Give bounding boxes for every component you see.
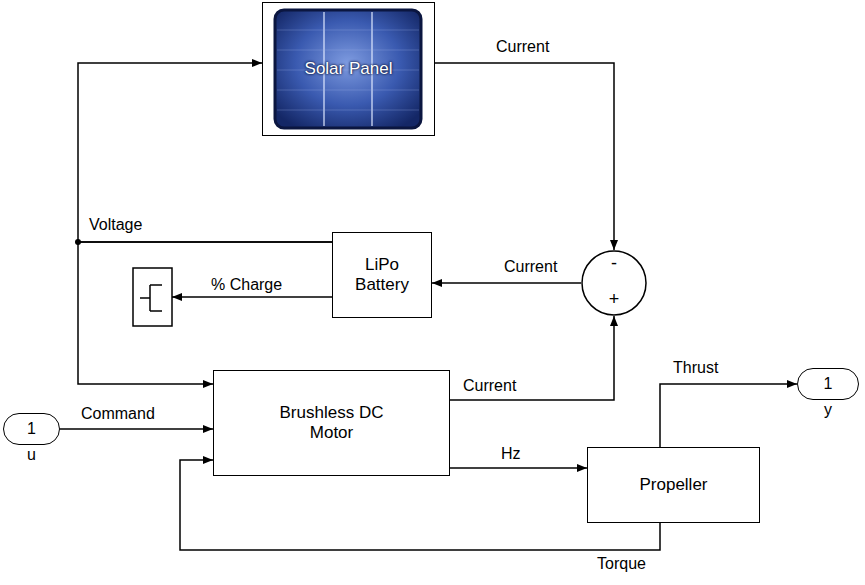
outport-block: 1y xyxy=(797,368,859,400)
propeller-block: Propeller xyxy=(587,447,760,523)
block-label: Solar Panel xyxy=(305,59,393,79)
sum-junction: -+ xyxy=(581,250,647,316)
signal-connector xyxy=(435,63,614,250)
port-number: 1 xyxy=(824,374,833,393)
signal-label: % Charge xyxy=(210,276,283,294)
terminator-block xyxy=(133,268,172,326)
port-number: 1 xyxy=(27,419,36,438)
signal-label: Command xyxy=(80,405,156,423)
motor-block: Brushless DC Motor xyxy=(213,370,450,476)
signal-connector xyxy=(660,384,797,447)
signal-connector xyxy=(78,242,332,384)
inport-block: 1u xyxy=(3,413,60,445)
signal-connector xyxy=(60,428,213,430)
port-name: y xyxy=(798,400,858,419)
signal-connector xyxy=(450,467,587,469)
signal-label: Thrust xyxy=(672,359,719,377)
sign-label: + xyxy=(609,289,620,311)
block-label: LiPo Battery xyxy=(346,255,418,296)
signal-label: Voltage xyxy=(88,216,143,234)
signal-label: Current xyxy=(503,258,558,276)
terminator-symbol xyxy=(140,285,162,311)
signal-label: Current xyxy=(495,38,550,56)
signal-connector xyxy=(450,316,614,400)
signal-label: Hz xyxy=(500,445,522,463)
block-label: Brushless DC Motor xyxy=(277,403,387,444)
solar-panel-block: Solar Panel xyxy=(262,2,435,136)
sign-label: - xyxy=(611,253,617,275)
port-name: u xyxy=(4,445,59,464)
block-label: Propeller xyxy=(639,475,707,495)
signal-connector xyxy=(432,282,581,284)
charge-signal-line xyxy=(172,296,332,298)
battery-block: LiPo Battery xyxy=(332,232,432,318)
signal-label: Torque xyxy=(596,555,647,573)
signal-label: Current xyxy=(462,377,517,395)
